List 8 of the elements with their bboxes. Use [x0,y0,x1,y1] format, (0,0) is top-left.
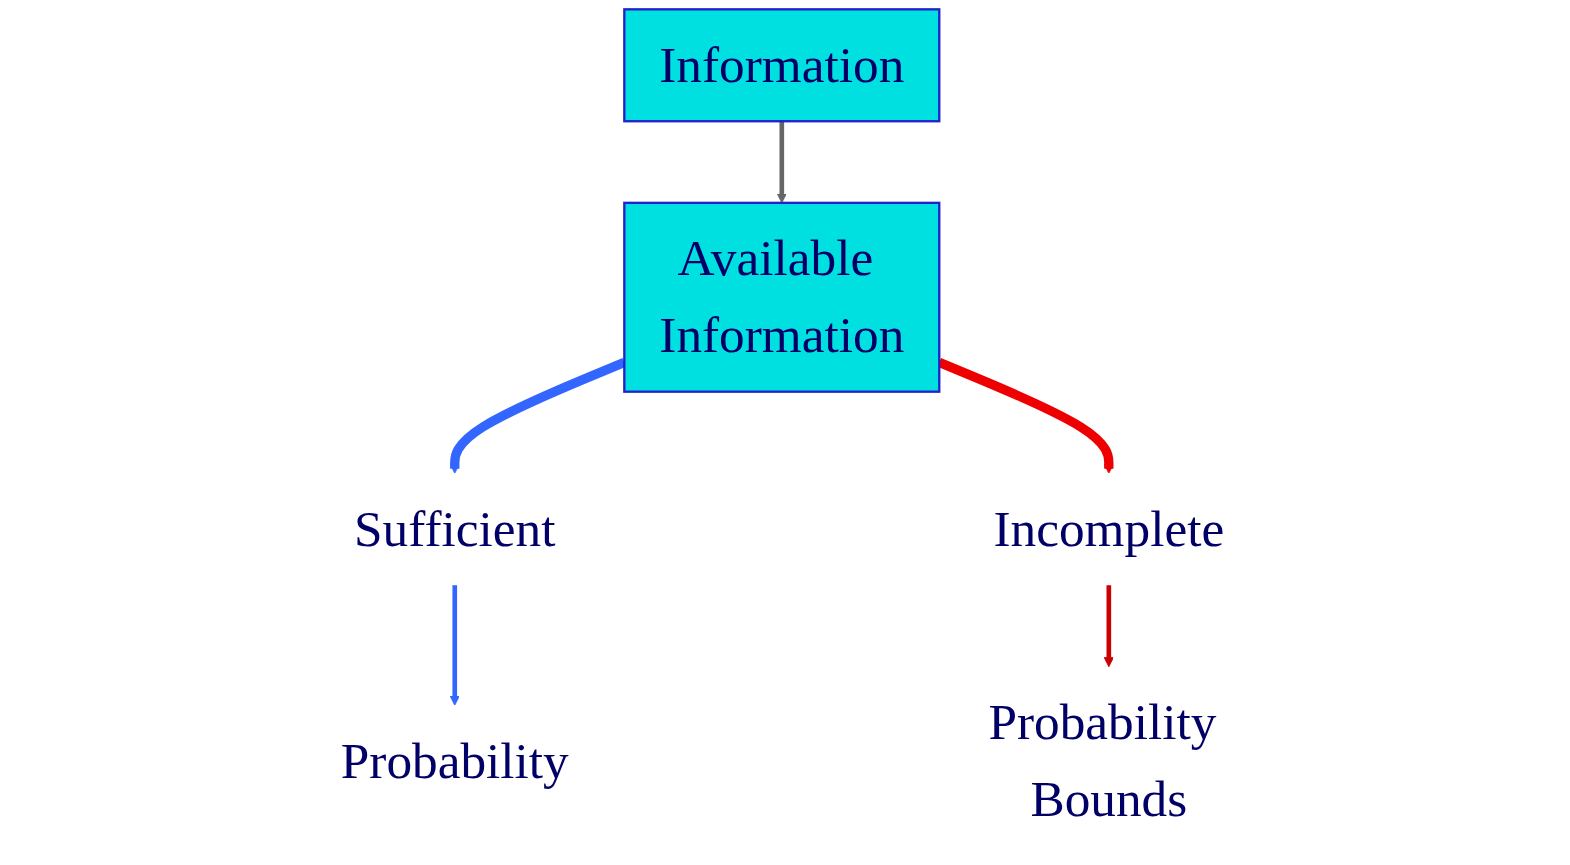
node-box: Information [623,8,941,123]
node-text: Probability Bounds [988,693,1217,828]
node-text: Probability [340,732,569,790]
arrow [1103,585,1114,668]
node-text: Sufficient [354,500,556,558]
arrow [449,585,460,706]
node-box: Available Information [623,201,941,393]
node-text: Incomplete [993,500,1225,558]
